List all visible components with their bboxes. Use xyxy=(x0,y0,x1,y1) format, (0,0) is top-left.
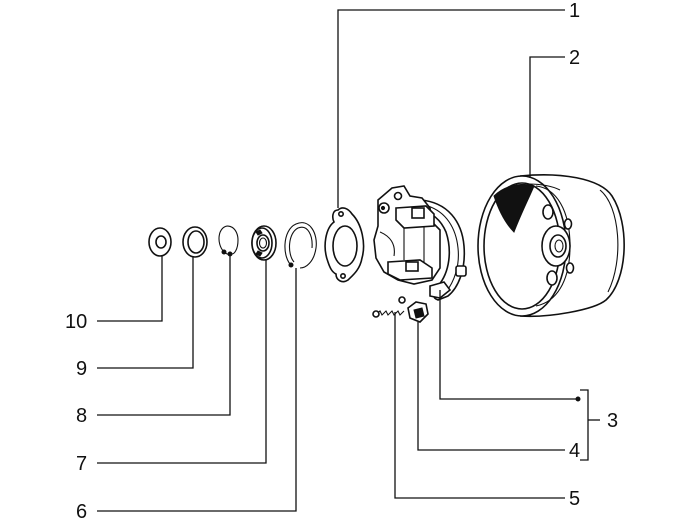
part-circlip xyxy=(218,225,239,257)
callout-2: 2 xyxy=(569,47,580,69)
callout-1: 1 xyxy=(569,0,580,22)
part-washer xyxy=(148,227,172,257)
callout-4: 4 xyxy=(569,440,580,462)
callout-5: 5 xyxy=(569,488,580,510)
part-adjuster-nut xyxy=(407,301,429,323)
part-spring xyxy=(372,296,406,318)
callout-3: 3 xyxy=(607,410,618,432)
callout-10: 10 xyxy=(65,311,87,333)
part-snap-ring xyxy=(284,222,317,269)
part-gasket xyxy=(324,207,365,283)
callout-labels: 1 2 3 4 5 6 7 8 9 10 xyxy=(65,0,618,519)
part-brake-shoe-assembly xyxy=(373,185,467,301)
callout-9: 9 xyxy=(76,358,87,380)
callout-6: 6 xyxy=(76,501,87,519)
callout-7: 7 xyxy=(76,453,87,475)
leader-lines xyxy=(97,9,600,512)
callout-8: 8 xyxy=(76,405,87,427)
part-ring xyxy=(182,226,208,258)
part-bearing xyxy=(251,225,277,261)
part-brake-drum xyxy=(477,174,625,318)
